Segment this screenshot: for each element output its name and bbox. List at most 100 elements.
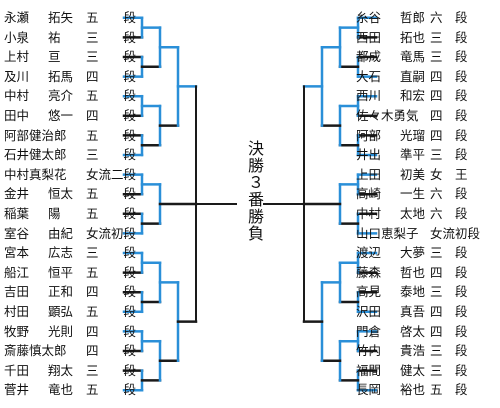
player-given: 一生 — [400, 186, 426, 202]
player-given: 広志 — [48, 245, 74, 261]
player-rank: 四 段 — [430, 68, 468, 84]
player-rank: 四 段 — [86, 108, 137, 123]
player-family: 宮本 — [4, 245, 30, 261]
player-rank: 五 段 — [86, 10, 137, 25]
player-given: 亘 — [48, 49, 61, 65]
player-rank: 五 段 — [86, 88, 137, 104]
player-given: 直嗣 — [400, 68, 426, 84]
player-rank: 三 段 — [430, 245, 468, 261]
player-rank: 女流初段 — [430, 225, 481, 241]
player-given: 哲也 — [400, 264, 426, 280]
player-family: 室谷 — [4, 225, 30, 241]
player-family: 斎藤慎太郎 — [4, 343, 67, 359]
player-given: 健太 — [400, 362, 426, 378]
player-given: 泰地 — [400, 284, 426, 300]
player-given: 亮介 — [48, 88, 74, 104]
player-family: 稲葉 — [4, 206, 30, 221]
player-given: 祐 — [48, 29, 61, 45]
player-family: 大石 — [356, 68, 382, 84]
player-family: 吉田 — [4, 284, 30, 300]
player-given: 悠一 — [48, 108, 74, 123]
player-given: 太地 — [400, 206, 426, 221]
player-rank: 三 段 — [430, 284, 468, 300]
player-family: 糸谷 — [356, 10, 382, 25]
player-rank: 五 段 — [86, 382, 137, 398]
player-family: 永瀬 — [4, 10, 30, 25]
player-rank: 女流初段 — [86, 225, 137, 241]
player-given: 裕也 — [400, 382, 426, 398]
player-family: 竹内 — [356, 343, 382, 359]
player-rank: 四 段 — [86, 68, 137, 84]
player-rank: 四 段 — [430, 127, 468, 143]
player-rank: 五 段 — [86, 127, 137, 143]
player-rank: 四 段 — [430, 304, 468, 319]
player-rank: 三 段 — [86, 49, 137, 65]
player-given: 準平 — [400, 147, 426, 163]
player-rank: 四 段 — [86, 343, 137, 359]
player-rank: 六 段 — [430, 186, 468, 202]
player-family: 門倉 — [356, 323, 382, 339]
player-rank: 三 段 — [430, 49, 468, 65]
player-family: 長岡 — [356, 382, 382, 398]
player-family: 高崎 — [356, 186, 382, 202]
player-family: 中村 — [4, 88, 30, 104]
player-given: 由紀 — [48, 225, 74, 241]
player-family: 牧野 — [4, 323, 30, 339]
player-rank: 六 段 — [430, 10, 468, 25]
player-family: 山口恵梨子 — [356, 225, 419, 241]
player-family: 西田 — [356, 29, 382, 45]
player-given: 陽 — [48, 206, 61, 221]
player-family: 沢田 — [356, 304, 382, 319]
player-family: 小泉 — [4, 29, 30, 45]
player-rank: 三 段 — [86, 245, 137, 261]
player-family: 福間 — [356, 362, 382, 378]
player-family: 上村 — [4, 49, 30, 65]
player-family: 井出 — [356, 147, 382, 163]
player-rank: 五 段 — [86, 206, 137, 221]
player-rank: 三 段 — [430, 343, 468, 359]
player-given: 哲郎 — [400, 10, 426, 25]
player-rank: 六 段 — [430, 206, 468, 221]
player-given: 光瑠 — [400, 127, 426, 143]
player-rank: 五 段 — [86, 264, 137, 280]
player-rank: 四 段 — [430, 323, 468, 339]
player-given: 拓馬 — [48, 68, 74, 84]
player-family: 阿部健治郎 — [4, 127, 67, 143]
player-given: 和宏 — [400, 88, 426, 104]
player-family: 中村 — [356, 206, 382, 221]
player-rank: 四 段 — [430, 264, 468, 280]
player-given: 恒太 — [48, 186, 74, 202]
player-rank: 五 段 — [86, 186, 137, 202]
player-family: 田中 — [4, 108, 30, 123]
player-given: 貴浩 — [400, 343, 426, 359]
player-given: 顕弘 — [48, 304, 74, 319]
player-family: 中村真梨花 — [4, 166, 67, 182]
player-rank: 四 段 — [430, 88, 468, 104]
player-given: 拓也 — [400, 29, 426, 45]
player-given: 恒平 — [48, 264, 74, 280]
player-rank: 三 段 — [86, 147, 137, 163]
player-given: 大夢 — [400, 245, 426, 261]
player-family: 阿部 — [356, 127, 382, 143]
player-family: 船江 — [4, 264, 30, 280]
player-rank: 女 王 — [430, 166, 468, 182]
player-family: 渡辺 — [356, 245, 382, 261]
player-rank: 三 段 — [86, 29, 137, 45]
player-rank: 四 段 — [430, 108, 468, 123]
player-given: 竜馬 — [400, 49, 426, 65]
player-rank: 三 段 — [86, 362, 137, 378]
player-given: 正和 — [48, 284, 74, 300]
player-given: 啓太 — [400, 323, 426, 339]
player-rank: 三 段 — [430, 362, 468, 378]
player-given: 竜也 — [48, 382, 74, 398]
player-rank: 四 段 — [86, 323, 137, 339]
player-family: 及川 — [4, 68, 30, 84]
player-family: 藤森 — [356, 264, 382, 280]
player-given: 真吾 — [400, 304, 426, 319]
player-family: 村田 — [4, 304, 30, 319]
player-family: 高見 — [356, 284, 382, 300]
player-rank: 四 段 — [86, 284, 137, 300]
player-rank: 五 段 — [86, 304, 137, 319]
player-family: 都成 — [356, 49, 382, 65]
